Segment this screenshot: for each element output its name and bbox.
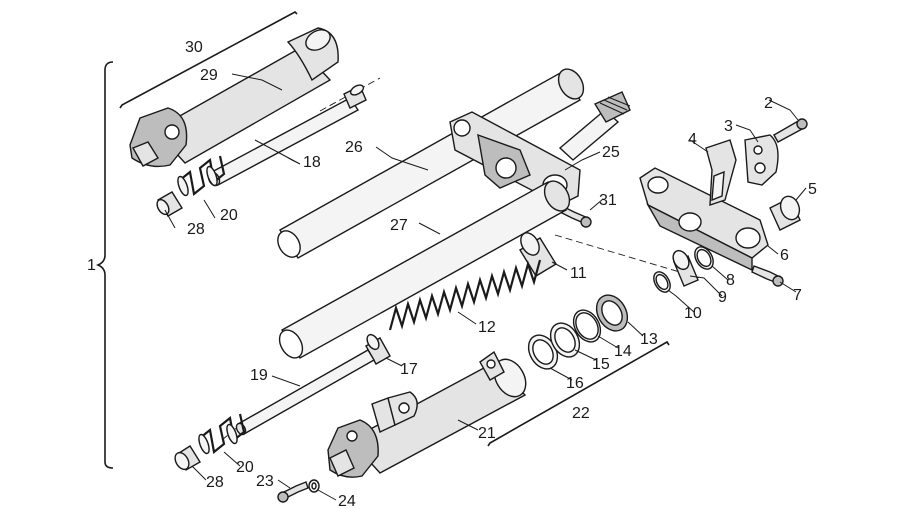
part-5-cap bbox=[769, 195, 801, 231]
part-14-ring bbox=[572, 309, 602, 343]
part-16-seal bbox=[527, 334, 559, 370]
callout-19: 19 bbox=[250, 367, 268, 384]
part-10-ring bbox=[653, 271, 671, 293]
callout-28-upper: 28 bbox=[187, 221, 205, 238]
callout-labels: 30 29 18 20 28 1 26 25 31 27 2 3 4 5 6 7… bbox=[87, 39, 817, 509]
bracket-30 bbox=[119, 11, 298, 109]
callout-1: 1 bbox=[87, 257, 96, 274]
callout-13: 13 bbox=[640, 331, 658, 348]
callout-9: 9 bbox=[718, 289, 727, 306]
part-7-bolt bbox=[751, 265, 784, 287]
callout-30: 30 bbox=[185, 39, 203, 56]
callout-27: 27 bbox=[390, 217, 408, 234]
part-28a-bush bbox=[156, 191, 183, 217]
callout-29: 29 bbox=[200, 67, 218, 84]
part-20a-spring bbox=[177, 155, 226, 197]
part-12-main-spring bbox=[388, 259, 542, 331]
callout-5: 5 bbox=[808, 181, 817, 198]
callout-24: 24 bbox=[338, 493, 356, 509]
callout-17: 17 bbox=[400, 361, 418, 378]
callout-15: 15 bbox=[592, 356, 610, 373]
part-15-seal bbox=[549, 322, 581, 358]
leader-lines bbox=[164, 73, 807, 501]
part-4-bracket bbox=[705, 139, 737, 206]
part-8-circlip bbox=[694, 246, 714, 270]
part-3-clamp bbox=[744, 134, 779, 186]
callout-7: 7 bbox=[793, 287, 802, 304]
callout-20-lower: 20 bbox=[236, 459, 254, 476]
callout-4: 4 bbox=[688, 131, 697, 148]
callout-22: 22 bbox=[572, 405, 590, 422]
callout-14: 14 bbox=[614, 343, 632, 360]
callout-3: 3 bbox=[724, 118, 733, 135]
part-28b-bush bbox=[174, 445, 201, 471]
callout-23: 23 bbox=[256, 473, 274, 490]
callout-28-lower: 28 bbox=[206, 474, 224, 491]
bracket-1 bbox=[95, 61, 114, 469]
part-20b-spring bbox=[198, 413, 246, 455]
callout-18: 18 bbox=[303, 154, 321, 171]
part-27-long-tube bbox=[278, 180, 571, 359]
part-23-bolt bbox=[277, 481, 309, 503]
part-21-lower-slider bbox=[327, 350, 527, 478]
part-13-dust-seal bbox=[595, 294, 629, 332]
callout-11: 11 bbox=[570, 265, 587, 282]
callout-10: 10 bbox=[684, 305, 702, 322]
part-9-bushing bbox=[672, 249, 699, 287]
callout-2: 2 bbox=[764, 95, 773, 112]
part-2-bolt bbox=[773, 118, 808, 143]
callout-26: 26 bbox=[345, 139, 363, 156]
callout-25: 25 bbox=[602, 144, 620, 161]
callout-21: 21 bbox=[478, 425, 496, 442]
bracket-22 bbox=[487, 340, 670, 447]
callout-31: 31 bbox=[599, 192, 617, 209]
part-29-upper-fork-leg bbox=[129, 27, 339, 168]
callout-16: 16 bbox=[566, 375, 584, 392]
axis-upper-right bbox=[554, 234, 701, 279]
callout-8: 8 bbox=[726, 272, 735, 289]
callout-20-upper: 20 bbox=[220, 207, 238, 224]
callout-12: 12 bbox=[478, 319, 496, 336]
callout-6: 6 bbox=[780, 247, 789, 264]
part-24-washer bbox=[308, 479, 320, 493]
